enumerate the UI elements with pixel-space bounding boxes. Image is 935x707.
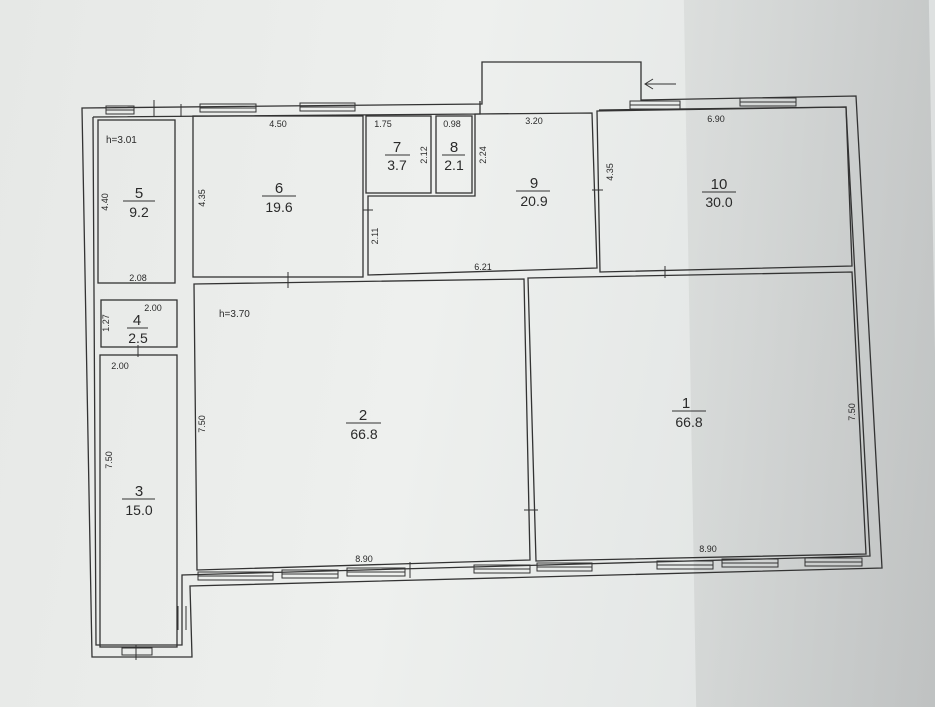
stair-marks xyxy=(177,606,187,630)
room-9-number: 9 xyxy=(530,175,538,192)
window-bottom-left xyxy=(121,647,153,656)
room-10-area: 30.0 xyxy=(705,194,732,210)
room-4-outline xyxy=(100,299,178,348)
dim-r10-width: 6.90 xyxy=(707,114,725,124)
window-bottom-2 xyxy=(281,569,339,579)
room-1-area: 66.8 xyxy=(675,414,702,430)
dim-r6-width: 4.50 xyxy=(269,119,287,129)
room-3-outline xyxy=(99,354,178,648)
room-1-outline xyxy=(527,271,867,562)
dim-r6-height: 4.35 xyxy=(197,189,207,207)
window-bottom-5 xyxy=(536,562,593,572)
ceiling-height-upper: h=3.01 xyxy=(106,135,137,146)
dim-r7-height: 2.12 xyxy=(419,146,429,164)
room-8-area: 2.1 xyxy=(444,157,464,173)
dim-r9-height-left: 2.11 xyxy=(370,228,380,245)
dim-r3-width: 2.00 xyxy=(111,361,129,371)
room-10-outline xyxy=(596,106,853,273)
dim-r9-width-bottom: 6.21 xyxy=(474,262,492,272)
room-7-area: 3.7 xyxy=(387,157,407,173)
room-5-area: 9.2 xyxy=(129,204,149,220)
room-4-area: 2.5 xyxy=(128,330,148,346)
window-top-room6b xyxy=(299,102,356,112)
room-9-outline xyxy=(367,112,598,276)
room-6-number: 6 xyxy=(275,180,283,197)
room-4-number: 4 xyxy=(133,312,141,329)
room-3-area: 15.0 xyxy=(125,502,152,518)
room-10-number: 10 xyxy=(711,176,728,193)
room-2-area: 66.8 xyxy=(350,426,377,442)
room-6-area: 19.6 xyxy=(265,199,292,215)
room-2-outline xyxy=(193,278,531,571)
outer-wall xyxy=(81,61,883,658)
window-bottom-3 xyxy=(346,567,406,577)
room-7-outline xyxy=(365,115,432,194)
room-6-outline xyxy=(192,115,364,278)
dim-r1-width: 8.90 xyxy=(699,544,717,554)
window-top-left xyxy=(105,105,135,115)
ceiling-height-lower: h=3.70 xyxy=(219,309,250,320)
dim-r8-height: 2.24 xyxy=(478,146,488,164)
window-top-room6 xyxy=(199,103,257,113)
dim-r1-height: 7.50 xyxy=(847,403,857,421)
dim-r8-width: 0.98 xyxy=(443,119,461,129)
room-8-number: 8 xyxy=(450,139,458,156)
window-top-room10 xyxy=(739,97,797,107)
dim-r4-height: 1.27 xyxy=(101,314,111,332)
window-bottom-1 xyxy=(197,571,274,581)
dim-r4-width: 2.00 xyxy=(144,303,162,313)
room-1-number: 1 xyxy=(682,395,690,412)
room-7-number: 7 xyxy=(393,139,401,156)
window-top-room9 xyxy=(629,100,681,110)
entrance-arrow xyxy=(644,78,676,90)
window-bottom-4 xyxy=(473,564,531,574)
room-2-number: 2 xyxy=(359,407,367,424)
room-3-number: 3 xyxy=(135,483,143,500)
window-bottom-6 xyxy=(656,560,714,570)
dim-r5-width: 2.08 xyxy=(129,273,147,283)
dim-r9-width-top: 3.20 xyxy=(525,116,543,126)
room-8-outline xyxy=(435,115,473,194)
window-bottom-7 xyxy=(721,558,779,568)
room-9-area: 20.9 xyxy=(520,193,547,209)
dim-r5-height: 4.40 xyxy=(100,193,110,211)
dim-r2-height: 7.50 xyxy=(197,415,207,433)
room-5-outline xyxy=(97,119,176,284)
dim-r3-height: 7.50 xyxy=(104,451,114,469)
dim-r7-width: 1.75 xyxy=(374,119,392,129)
dim-r2-width: 8.90 xyxy=(355,554,373,564)
room-5-number: 5 xyxy=(135,185,143,202)
dim-r10-height: 4.35 xyxy=(605,163,615,181)
window-bottom-8 xyxy=(804,557,863,567)
